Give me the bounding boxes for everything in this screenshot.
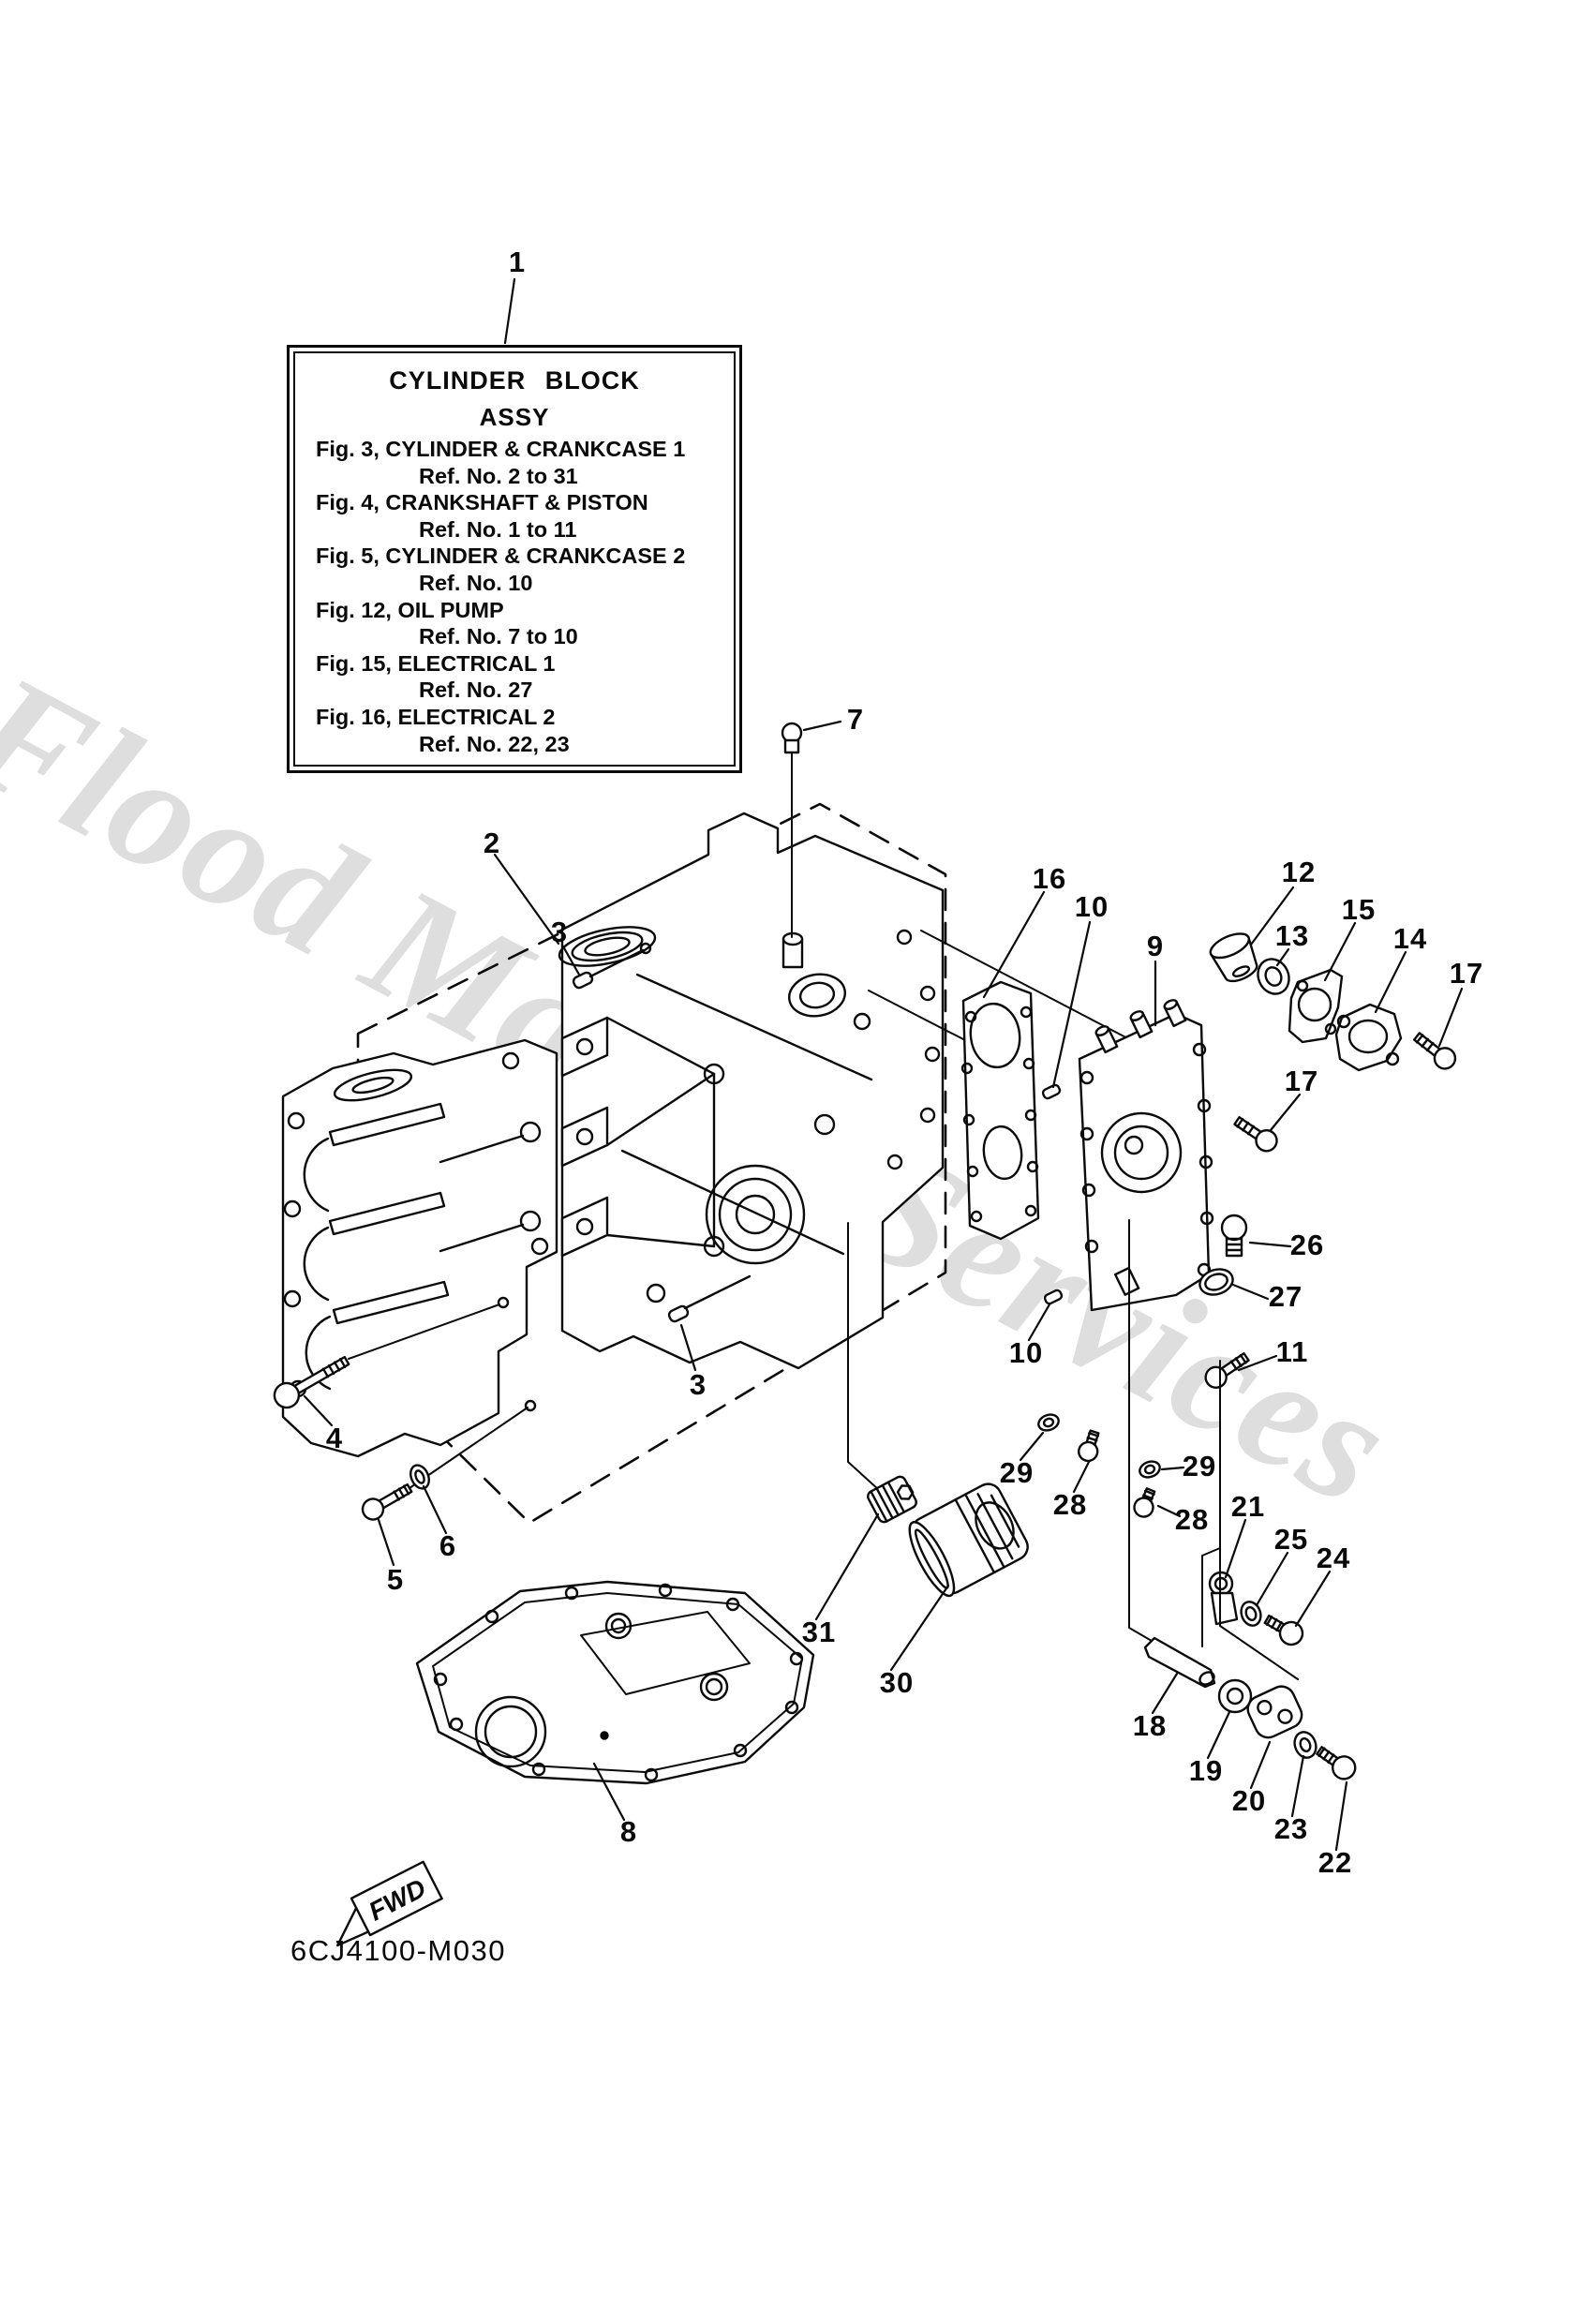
callout-10: 10	[1008, 1336, 1044, 1369]
figure-reference: Fig. 5, CYLINDER & CRANKCASE 2	[316, 544, 686, 569]
callout-5: 5	[386, 1563, 405, 1596]
callout-30: 30	[879, 1666, 915, 1699]
callout-10: 10	[1074, 890, 1109, 923]
callout-1: 1	[508, 246, 527, 278]
callout-25: 25	[1273, 1523, 1309, 1556]
drawing-code: 6CJ4100-M030	[290, 1934, 506, 1967]
figure-reference: Fig. 16, ELECTRICAL 2	[316, 704, 556, 729]
callout-7: 7	[846, 703, 865, 736]
callout-21: 21	[1230, 1490, 1266, 1523]
figure-reference-numbers: Ref. No. 10	[419, 570, 533, 595]
callout-3: 3	[550, 916, 569, 948]
callout-16: 16	[1032, 862, 1067, 895]
figure-reference-numbers: Ref. No. 2 to 31	[419, 463, 578, 488]
callout-27: 27	[1268, 1280, 1303, 1313]
callout-20: 20	[1231, 1784, 1267, 1817]
callout-31: 31	[801, 1616, 837, 1648]
assembly-info-box: CYLINDER BLOCK ASSY Fig. 3, CYLINDER & C…	[287, 345, 742, 773]
cover-plate-drawing	[1078, 999, 1214, 1312]
figure-reference: Fig. 12, OIL PUMP	[316, 597, 504, 622]
callout-29: 29	[999, 1456, 1035, 1489]
callout-22: 22	[1317, 1846, 1353, 1879]
info-box-title: CYLINDER BLOCK	[389, 366, 640, 395]
mount-group-drawing	[1128, 1219, 1357, 1780]
callout-3: 3	[689, 1368, 707, 1401]
assembly-info-box-inner: CYLINDER BLOCK ASSY Fig. 3, CYLINDER & C…	[293, 351, 736, 767]
callout-19: 19	[1188, 1754, 1224, 1787]
callout-15: 15	[1341, 893, 1377, 926]
callout-18: 18	[1132, 1709, 1168, 1742]
callout-23: 23	[1273, 1812, 1309, 1845]
callout-13: 13	[1274, 919, 1310, 952]
oil-filter-drawing	[847, 1222, 1029, 1598]
info-box-subtitle: ASSY	[479, 403, 550, 431]
figure-reference: Fig. 4, CRANKSHAFT & PISTON	[316, 490, 648, 515]
callout-17: 17	[1284, 1065, 1319, 1097]
dashed-boundary	[356, 802, 947, 1525]
figure-reference: Fig. 15, ELECTRICAL 1	[316, 650, 556, 676]
right-fasteners-drawing	[1037, 1214, 1250, 1518]
callout-24: 24	[1316, 1542, 1351, 1574]
callout-4: 4	[325, 1422, 344, 1454]
figure-reference-numbers: Ref. No. 22, 23	[419, 731, 570, 756]
callout-26: 26	[1289, 1229, 1325, 1261]
figure-reference: Fig. 3, CYLINDER & CRANKCASE 1	[316, 437, 686, 461]
callout-28: 28	[1052, 1488, 1088, 1521]
callout-12: 12	[1281, 856, 1317, 888]
callout-2: 2	[483, 827, 501, 859]
callout-28: 28	[1174, 1503, 1210, 1536]
callout-8: 8	[619, 1815, 638, 1848]
callout-6: 6	[439, 1529, 457, 1562]
callout-17: 17	[1449, 957, 1484, 990]
callout-29: 29	[1182, 1450, 1217, 1482]
left-fasteners-drawing	[273, 948, 752, 1521]
crankcase-half-drawing	[281, 1038, 558, 1458]
oil-pan-gasket-drawing	[415, 1580, 815, 1785]
figure-reference-numbers: Ref. No. 1 to 11	[419, 516, 577, 542]
callout-9: 9	[1146, 930, 1165, 962]
callout-11: 11	[1275, 1335, 1309, 1368]
leader-lines	[303, 277, 1464, 1852]
figure-reference-numbers: Ref. No. 27	[419, 678, 533, 703]
gasket-drawing	[960, 980, 1062, 1241]
figure-reference-numbers: Ref. No. 7 to 10	[419, 624, 578, 649]
callout-14: 14	[1392, 922, 1428, 955]
anode-group-drawing	[1201, 1547, 1304, 1647]
oil-passage-bolt-drawing	[781, 722, 803, 938]
